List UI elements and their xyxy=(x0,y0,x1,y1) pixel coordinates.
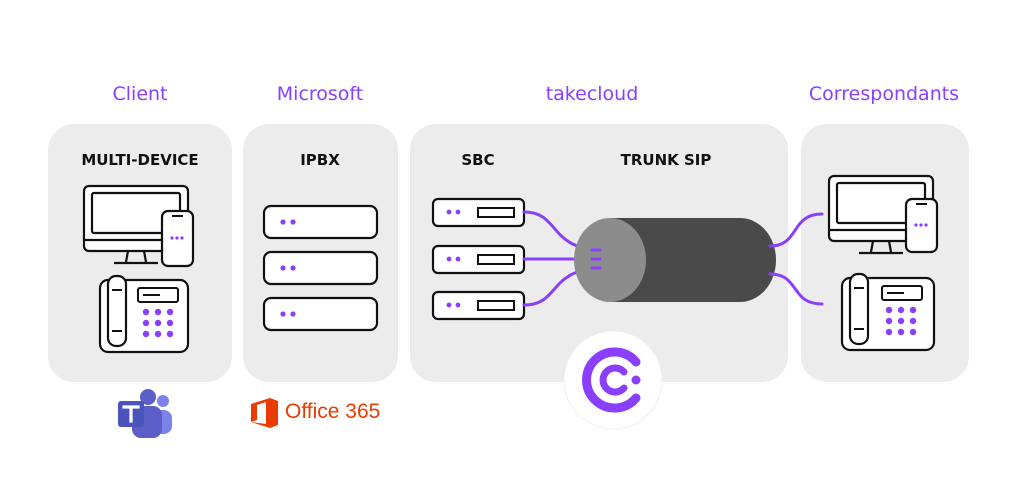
trunk-inner-lines xyxy=(590,248,602,270)
client-desk-phone-icon xyxy=(98,274,190,354)
correspondant-smartphone-icon xyxy=(904,197,939,254)
sbc-title: SBC xyxy=(461,151,495,169)
office-365-label: Office 365 xyxy=(285,400,381,423)
trunk-sip-cylinder xyxy=(574,218,776,302)
column-label-takecloud: takecloud xyxy=(545,83,639,105)
column-label-correspondants: Correspondants xyxy=(808,83,960,105)
correspondant-desk-phone-icon xyxy=(840,272,936,352)
teams-logo-icon xyxy=(118,389,172,438)
client-smartphone-icon xyxy=(160,209,195,268)
ipbx-title: IPBX xyxy=(300,151,340,169)
trunk-to-correspondants-connections xyxy=(768,212,824,306)
office-logo-icon xyxy=(251,398,278,428)
column-label-client: Client xyxy=(112,83,168,105)
takecloud-logo-icon xyxy=(563,330,663,430)
trunk-sip-title: TRUNK SIP xyxy=(620,151,712,169)
sbc-server-stack-icon xyxy=(431,197,526,321)
ipbx-server-stack-icon xyxy=(262,204,379,332)
column-label-microsoft: Microsoft xyxy=(276,83,364,105)
multi-device-title: MULTI-DEVICE xyxy=(81,151,199,169)
